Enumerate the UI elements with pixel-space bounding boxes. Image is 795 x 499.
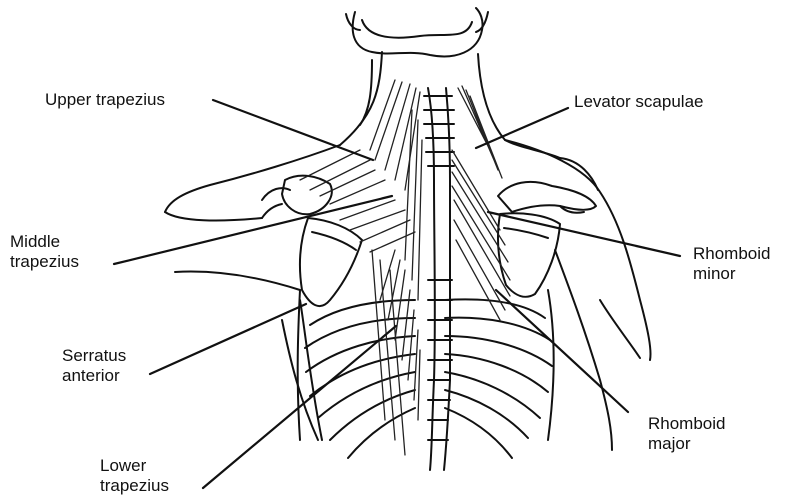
trapezius-fibers <box>300 80 422 455</box>
left-scapula <box>300 218 362 306</box>
label-lower-trapezius: Lower trapezius <box>100 456 169 496</box>
levator-fibers <box>458 86 502 178</box>
left-clavicle <box>262 176 332 218</box>
label-levator-scapulae: Levator scapulae <box>574 92 703 112</box>
right-ribs <box>445 290 554 458</box>
leader-lower-trapezius <box>203 326 396 488</box>
label-serratus-anterior: Serratus anterior <box>62 346 126 386</box>
head-outline <box>346 8 488 56</box>
right-clavicle <box>498 182 596 213</box>
spine <box>424 88 454 470</box>
label-rhomboid-major: Rhomboid major <box>648 414 726 454</box>
leader-upper-trapezius <box>213 100 373 160</box>
right-shoulder-arm <box>505 140 651 450</box>
leader-rhomboid-major <box>496 290 628 412</box>
leader-rhomboid-minor <box>488 212 680 256</box>
leader-serratus-anterior <box>150 304 306 374</box>
label-middle-trapezius: Middle trapezius <box>10 232 79 272</box>
label-rhomboid-minor: Rhomboid minor <box>693 244 771 284</box>
label-upper-trapezius: Upper trapezius <box>45 90 165 110</box>
